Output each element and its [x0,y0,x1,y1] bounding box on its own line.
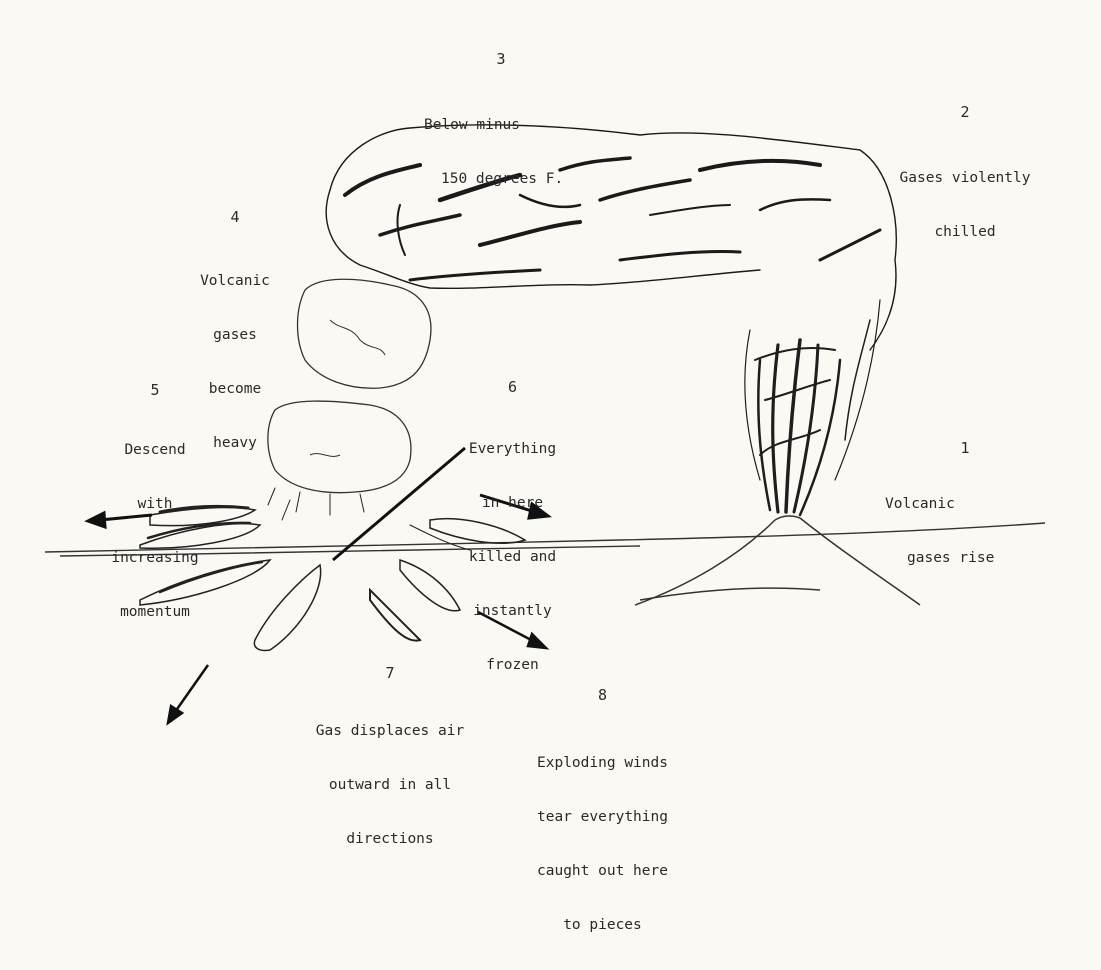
arrow-lower-left [168,665,208,723]
step-8-text-line-2: tear everything [510,808,695,826]
step-6-text-line-4: instantly [455,602,570,620]
step-5-text-line-2: with [100,495,210,513]
step-1-text-line-1: Volcanic [885,495,1025,513]
step-8-text-line-3: caught out here [510,862,695,880]
step-1-label: 1 Volcanic gases rise [885,403,1025,603]
step-2-number: 2 [870,103,1060,121]
step-7-label: 7 Gas displaces air outward in all direc… [285,628,495,884]
step-5-text-line-1: Descend [100,441,210,459]
step-6-text-line-1: Everything [455,440,570,458]
step-7-text-line-1: Gas displaces air [285,722,495,740]
step-6-text-line-2: in here [455,494,570,512]
gas-column [745,300,880,515]
step-2-label: 2 Gases violently chilled [870,67,1060,277]
step-8-text-line-1: Exploding winds [510,754,695,772]
step-1-number: 1 [905,439,1025,457]
step-3-number: 3 [471,50,531,68]
step-5-label: 5 Descend with increasing momentum [100,345,210,657]
step-7-number: 7 [285,664,495,682]
step-8-text-line-4: to pieces [510,916,695,934]
step-3-text-line-1: Below minus [413,116,531,134]
step-3-text-line-2: 150 degrees F. [441,170,531,188]
step-2-text-line-2: chilled [870,223,1060,241]
step-7-text-line-2: outward in all [285,776,495,794]
diagram-sheet: 3 Below minus 150 degrees F. 2 Gases vio… [0,0,1101,796]
step-4-text-line-2: gases [185,326,285,344]
step-1-text-line-2: gases rise [907,549,1025,567]
step-3-label: 3 Below minus 150 degrees F. [471,14,531,224]
descending-cloud-upper [298,279,431,388]
step-4-number: 4 [185,208,285,226]
descending-cloud-lower [268,401,411,493]
main-cloud [326,125,896,350]
volcano-cone [635,516,920,605]
step-5-text-line-4: momentum [100,603,210,621]
step-5-number: 5 [100,381,210,399]
step-6-number: 6 [455,378,570,396]
step-7-text-line-3: directions [285,830,495,848]
step-6-text-line-3: killed and [455,548,570,566]
step-4-text-line-1: Volcanic [185,272,285,290]
step-5-text-line-3: increasing [100,549,210,567]
step-8-label: 8 Exploding winds tear everything caught… [510,650,695,970]
step-8-number: 8 [510,686,695,704]
step-2-text-line-1: Gases violently [870,169,1060,187]
